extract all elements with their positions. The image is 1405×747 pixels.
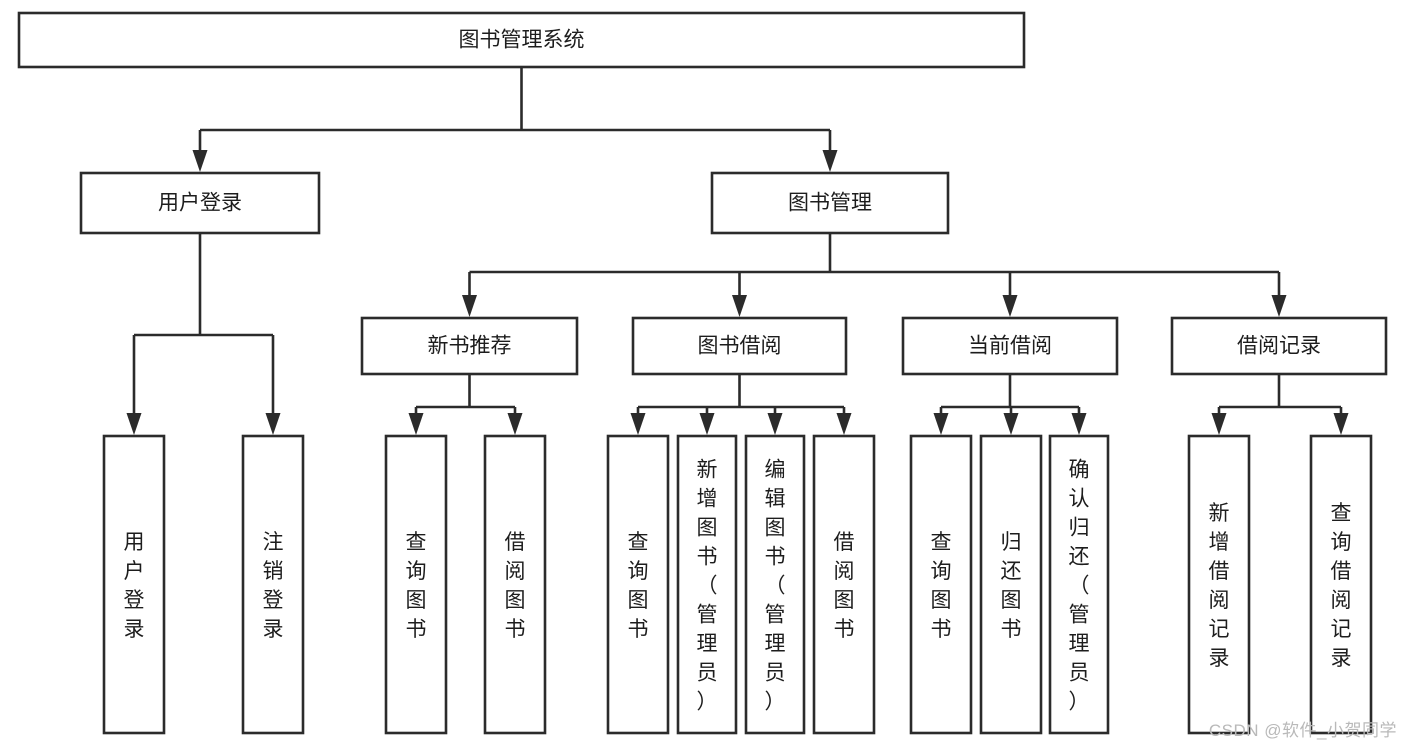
node-label: 借阅图书: [505, 531, 526, 641]
node-box: [1187, 434, 1251, 735]
connector-layer: [126, 67, 1349, 435]
node-box: [1309, 434, 1373, 735]
arrow-head-icon: [1071, 413, 1087, 435]
node-box: [901, 316, 1119, 376]
node-box: [17, 11, 1026, 69]
arrow-head-icon: [462, 295, 477, 317]
node-box: [483, 434, 547, 735]
node-l-confirm-return[interactable]: 确认归还（管理员）: [1048, 434, 1110, 735]
arrow-head-icon: [1333, 413, 1349, 435]
node-label: 图书借阅: [698, 335, 782, 358]
arrow-head-icon: [1003, 413, 1019, 435]
node-label: 查询图书: [406, 531, 427, 641]
arrow-head-icon: [126, 413, 142, 435]
node-l-edit-book[interactable]: 编辑图书（管理员）: [744, 434, 806, 735]
node-n-borrow-record[interactable]: 借阅记录: [1170, 316, 1388, 376]
arrow-head-icon: [699, 413, 715, 435]
node-l-query-book-1[interactable]: 查询图书: [384, 434, 448, 735]
node-label: 新增图书（管理员）: [697, 459, 718, 714]
node-label: 注销登录: [263, 531, 284, 641]
node-label: 图书管理: [788, 192, 872, 215]
node-n-book-mgmt[interactable]: 图书管理: [710, 171, 950, 235]
arrow-head-icon: [1002, 295, 1018, 317]
node-box: [676, 434, 738, 735]
arrow-head-icon: [507, 413, 523, 435]
arrow-head-icon: [767, 413, 783, 435]
node-box: [241, 434, 305, 735]
arrow-head-icon: [836, 413, 852, 435]
node-label: 查询借阅记录: [1331, 502, 1352, 670]
arrow-head-icon: [265, 413, 281, 435]
node-label: 图书管理系统: [459, 29, 585, 52]
node-label: 编辑图书（管理员）: [765, 459, 786, 714]
node-n-user-login[interactable]: 用户登录: [79, 171, 321, 235]
node-box: [631, 316, 848, 376]
node-l-logout[interactable]: 注销登录: [241, 434, 305, 735]
node-label: 确认归还（管理员）: [1069, 459, 1090, 714]
node-box: [606, 434, 670, 735]
arrow-head-icon: [408, 413, 424, 435]
node-box: [102, 434, 166, 735]
node-l-add-book[interactable]: 新增图书（管理员）: [676, 434, 738, 735]
node-l-query-book-3[interactable]: 查询图书: [909, 434, 973, 735]
node-label: 新书推荐: [428, 335, 512, 358]
node-label: 借阅记录: [1237, 335, 1321, 358]
node-l-query-book-2[interactable]: 查询图书: [606, 434, 670, 735]
node-box: [1170, 316, 1388, 376]
arrow-head-icon: [630, 413, 646, 435]
node-label: 当前借阅: [968, 335, 1052, 358]
node-n-new-book-rec[interactable]: 新书推荐: [360, 316, 579, 376]
node-box: [79, 171, 321, 235]
node-label: 新增借阅记录: [1209, 502, 1230, 670]
node-box: [384, 434, 448, 735]
node-n-current-borrow[interactable]: 当前借阅: [901, 316, 1119, 376]
node-root[interactable]: 图书管理系统: [17, 11, 1026, 69]
node-layer: 图书管理系统用户登录图书管理新书推荐图书借阅当前借阅借阅记录用户登录注销登录查询…: [17, 11, 1388, 735]
node-label: 查询图书: [628, 531, 649, 641]
node-label: 用户登录: [124, 531, 145, 641]
node-box: [360, 316, 579, 376]
node-box: [1048, 434, 1110, 735]
arrow-head-icon: [1211, 413, 1227, 435]
node-box: [979, 434, 1043, 735]
arrow-head-icon: [732, 295, 747, 317]
node-l-return-book[interactable]: 归还图书: [979, 434, 1043, 735]
arrow-head-icon: [192, 150, 208, 172]
node-box: [812, 434, 876, 735]
node-l-add-record[interactable]: 新增借阅记录: [1187, 434, 1251, 735]
node-l-user-login[interactable]: 用户登录: [102, 434, 166, 735]
node-box: [744, 434, 806, 735]
node-box: [909, 434, 973, 735]
node-box: [710, 171, 950, 235]
node-l-borrow-book-1[interactable]: 借阅图书: [483, 434, 547, 735]
arrow-head-icon: [933, 413, 949, 435]
node-l-query-record[interactable]: 查询借阅记录: [1309, 434, 1373, 735]
arrow-head-icon: [1271, 295, 1287, 317]
node-label: 借阅图书: [834, 531, 855, 641]
node-label: 用户登录: [158, 192, 242, 215]
arrow-head-icon: [822, 150, 838, 172]
node-label: 归还图书: [1001, 531, 1022, 641]
node-label: 查询图书: [931, 531, 952, 641]
node-l-borrow-book-2[interactable]: 借阅图书: [812, 434, 876, 735]
node-n-book-borrow[interactable]: 图书借阅: [631, 316, 848, 376]
